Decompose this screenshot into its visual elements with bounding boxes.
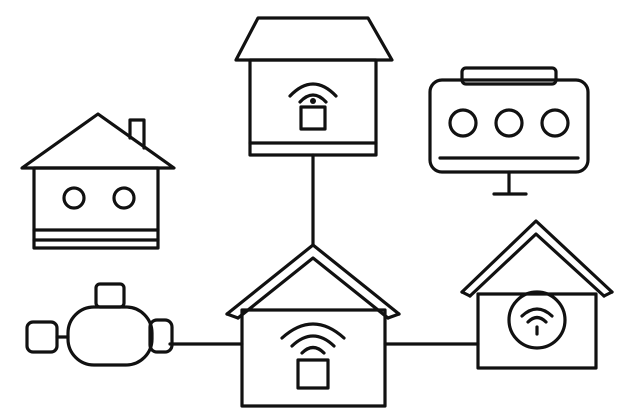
pipe-valve-connector-icon [25,282,174,367]
display-monitor-icon [428,66,590,196]
smart-home-hub-icon [234,16,394,157]
connector-lines [168,153,480,346]
house-with-chimney-icon [20,112,176,250]
wifi-house-icon [460,219,614,370]
wifi-home-router-icon [225,243,401,408]
hub-signal-dot [310,98,316,104]
